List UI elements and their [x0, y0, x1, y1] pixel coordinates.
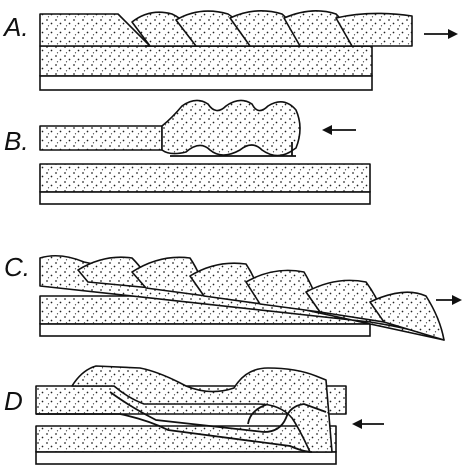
panel-d-lower-bed — [36, 426, 336, 452]
panel-c-arrow — [436, 295, 462, 305]
panel-d-base-layer — [36, 452, 336, 464]
panel-b-upper-bed — [40, 126, 162, 150]
panel-b-folded-layer — [162, 100, 300, 155]
panel-c-base-layer — [40, 324, 370, 336]
panel-b-label: B. — [4, 126, 29, 156]
panel-a-upper-bed — [40, 14, 150, 46]
panel-a: A. — [2, 11, 458, 90]
panel-a-arrow — [424, 29, 458, 39]
panel-b: B. — [4, 100, 370, 204]
panel-d-arrow — [352, 419, 384, 429]
panel-b-arrow — [322, 125, 356, 135]
panel-c-label: C. — [4, 252, 30, 282]
panel-a-label: A. — [2, 12, 29, 42]
panel-d-label: D — [4, 386, 23, 416]
panel-a-lower-bed — [40, 46, 372, 76]
panel-d: D — [4, 366, 384, 464]
panel-b-base-layer — [40, 192, 370, 204]
panel-c-block-6 — [370, 292, 444, 340]
panel-b-lower-bed — [40, 164, 370, 192]
panel-a-base-layer — [40, 76, 372, 90]
panel-c: C. — [4, 252, 462, 340]
